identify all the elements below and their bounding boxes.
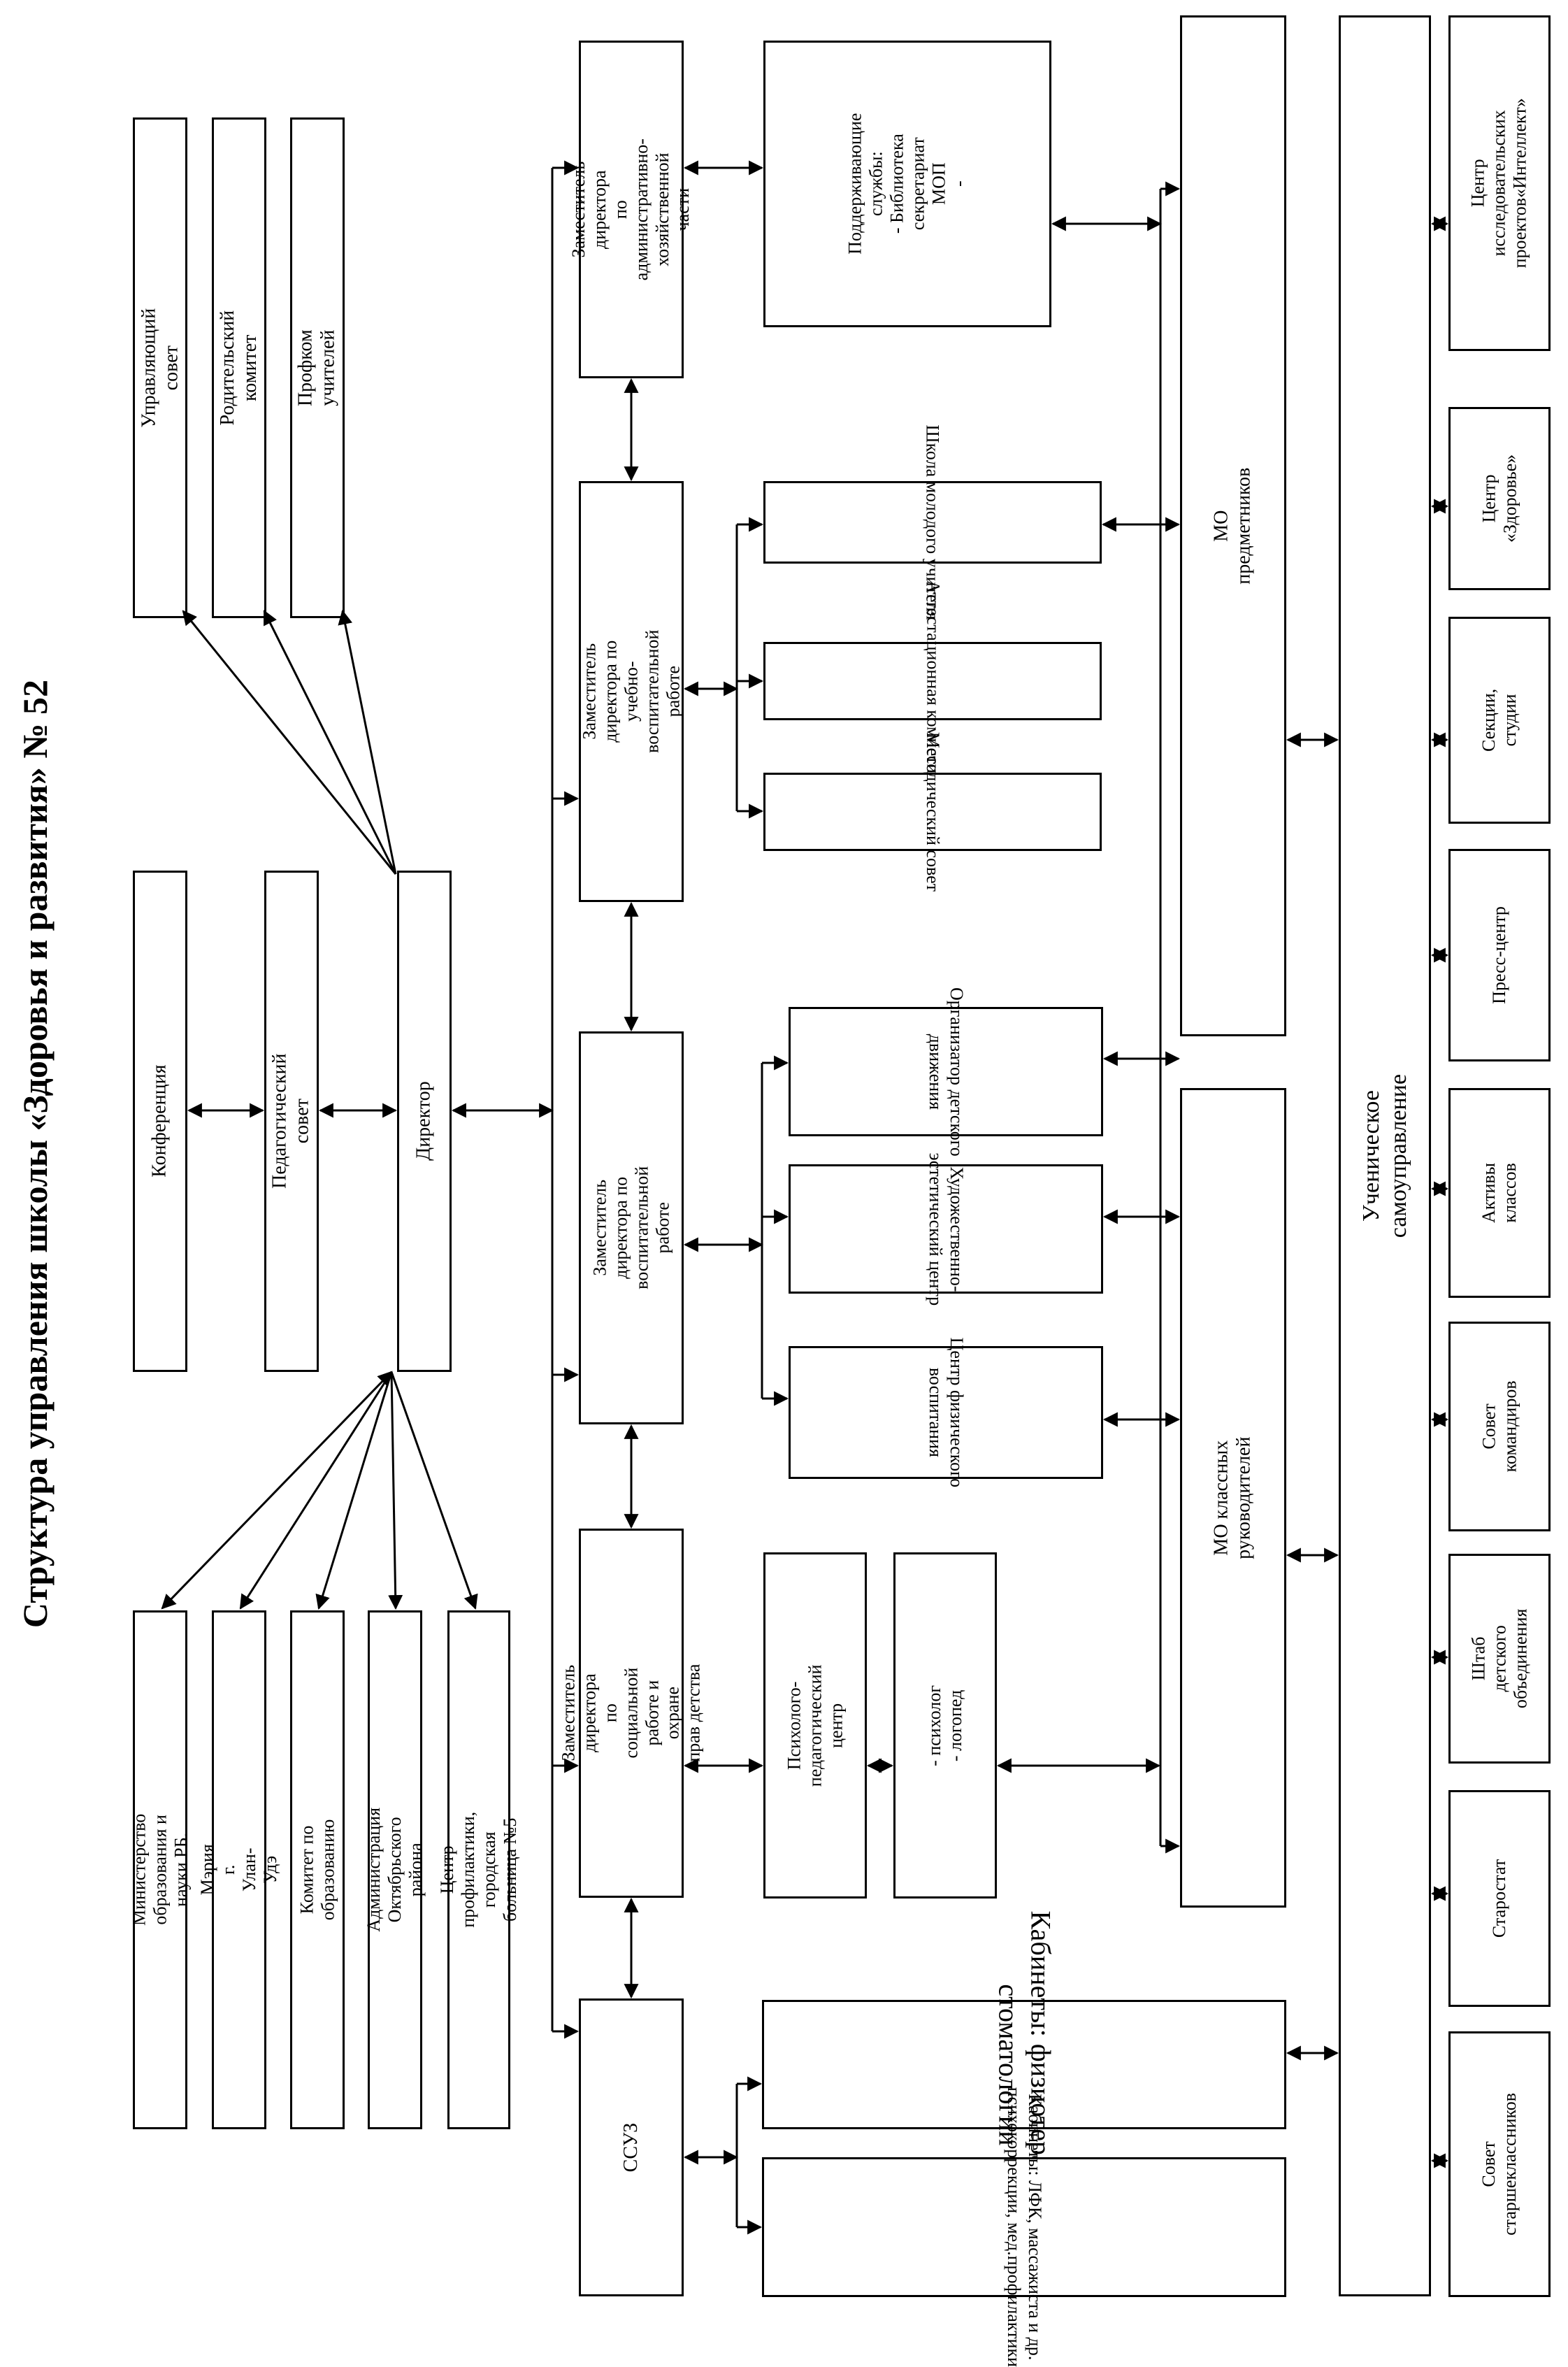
- box-deputy-admin: Заместитель директора по административно…: [568, 41, 693, 378]
- arrow-director-district: [388, 1371, 403, 1610]
- box-deputy-study: Заместитель директора по учебно- воспита…: [579, 481, 684, 902]
- box-ped-council: Педагогический совет: [264, 871, 319, 1372]
- box-attestation-commission: Аттестационная комиссия: [763, 580, 1102, 782]
- box-young-teacher-school: Школа молодого учителя: [763, 424, 1102, 620]
- box-parent-committee: Родительский комитет: [212, 117, 266, 618]
- box-press-center: Пресс-центр: [1448, 849, 1551, 1061]
- arrow-director-ministry: [161, 1371, 393, 1610]
- box-lfk-rooms: Кабинеты: ЛФК, массажиста и др. психокор…: [762, 2087, 1286, 2367]
- box-mayor-office: Мэрия г. Улан-Удэ: [197, 1610, 280, 2129]
- box-prevention-center: Центр профилактики, городская больница №…: [437, 1610, 520, 2129]
- arrow-director-mayor: [239, 1371, 393, 1610]
- box-methodical-council: Методический совет: [763, 732, 1102, 892]
- arrow-director-governing: [182, 610, 397, 875]
- box-psychologist-speech: - психолог - логопед: [893, 1552, 997, 1898]
- box-art-center: Художественно- эстетический центр: [789, 1152, 1103, 1306]
- connectors: [161, 160, 1449, 2235]
- box-seniors-council: Совет старшеклассников: [1448, 2031, 1551, 2297]
- box-student-government: Ученическое самоуправление: [1339, 15, 1431, 2296]
- box-starostat: Старостат: [1448, 1790, 1551, 2007]
- arrow-director-prevention: [390, 1371, 478, 1610]
- box-edu-committee: Комитет по образованию: [290, 1610, 345, 2129]
- box-class-assets: Активы классов: [1448, 1088, 1551, 1298]
- box-deputy-social: Заместитель директора по социальной рабо…: [558, 1529, 704, 1898]
- box-research-center: Центр исследовательских проектов«Интелле…: [1448, 15, 1551, 351]
- box-children-hq: Штаб детского объединения: [1448, 1554, 1551, 1764]
- arrow-director-parent: [263, 610, 397, 875]
- box-mo-subject: МО предметников: [1180, 15, 1286, 1036]
- box-district-admin: Администрация Октябрьского района: [364, 1610, 426, 2129]
- box-conference: Конференция: [133, 871, 187, 1372]
- arrow-director-union: [338, 609, 397, 875]
- box-mo-class: МО классных руководителей: [1180, 1088, 1286, 1908]
- box-support-services: Поддерживающие службы: - Библиотека секр…: [763, 41, 1051, 327]
- box-director: Директор: [397, 871, 452, 1372]
- box-psych-ped-center: Психолого-педагогический центр: [763, 1552, 867, 1898]
- box-physical-education-center: Центр физического воспитания: [789, 1338, 1103, 1487]
- box-deputy-upbringing: Заместитель директора по воспитательной …: [579, 1031, 684, 1424]
- box-ministry: Министерство образования и науки РБ.: [129, 1610, 191, 2129]
- box-children-movement-organizer: Организатор детского движения: [789, 987, 1103, 1156]
- box-ssuz: ССУЗ: [579, 1998, 684, 2296]
- box-sections-studios: Секции, студии: [1448, 617, 1551, 824]
- box-commanders-council: Совет командиров: [1448, 1322, 1551, 1531]
- box-physio-rooms: Кабинеты: физиотерапии, стоматологии: [762, 1910, 1286, 2219]
- arrow-director-committee: [315, 1371, 393, 1610]
- box-governing-council: Управляющий совет: [133, 117, 187, 618]
- box-teachers-union: Профком учителей: [290, 117, 345, 618]
- box-health-center: Центр «Здоровье»: [1448, 407, 1551, 590]
